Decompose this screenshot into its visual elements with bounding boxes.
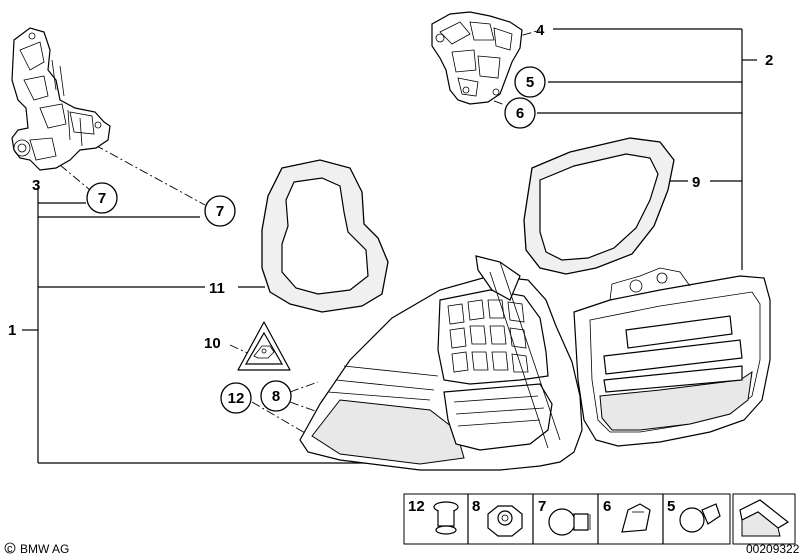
callout-4: 4: [536, 22, 545, 39]
svg-text:7: 7: [538, 498, 546, 515]
svg-text:7: 7: [216, 203, 224, 220]
callout-circle-7-a: 7: [86, 182, 118, 214]
tail-light-outer-part-1: [299, 255, 583, 471]
warning-sticker-part-10: [237, 321, 291, 371]
callout-circle-6: 6: [504, 97, 536, 129]
svg-text:8: 8: [272, 388, 280, 405]
small-parts-tray: 12 8 7 6 5: [403, 493, 796, 545]
svg-text:6: 6: [603, 498, 611, 515]
tray-cell-12: 12: [408, 498, 459, 535]
reference-arrow-icon: [739, 499, 790, 537]
callout-circle-7-b: 7: [204, 195, 236, 227]
svg-text:5: 5: [667, 498, 675, 515]
callout-2: 2: [765, 52, 773, 69]
bulb-carrier-part-4: [431, 11, 523, 105]
svg-text:6: 6: [516, 105, 524, 122]
callout-circle-12: 12: [220, 382, 252, 414]
svg-text:7: 7: [98, 190, 106, 207]
callout-circle-5: 5: [514, 66, 546, 98]
callout-10: 10: [204, 335, 221, 352]
svg-text:c: c: [7, 543, 13, 555]
bulb-carrier-part-3: [11, 27, 111, 171]
callout-3: 3: [32, 177, 40, 194]
svg-text:BMW AG: BMW AG: [20, 542, 69, 556]
svg-text:8: 8: [472, 498, 480, 515]
group-bracket-2: [537, 28, 757, 270]
gasket-part-11: [261, 159, 389, 313]
callout-1: 1: [8, 322, 16, 339]
tray-cell-5: 5: [667, 498, 721, 533]
callout-11: 11: [209, 280, 225, 297]
gasket-part-9: [523, 137, 675, 275]
callout-circle-8: 8: [260, 380, 292, 412]
diagram-number: 00209322: [746, 542, 799, 556]
callout-9: 9: [692, 174, 700, 191]
svg-text:12: 12: [228, 390, 245, 407]
bmw-copyright: c BMW AG: [4, 542, 69, 556]
tray-cell-6: 6: [603, 498, 651, 533]
tail-light-inner-part-2: [573, 267, 771, 447]
tray-cell-8: 8: [472, 498, 523, 537]
svg-text:5: 5: [526, 74, 534, 91]
tray-cell-7: 7: [538, 498, 591, 536]
svg-text:12: 12: [408, 498, 425, 515]
